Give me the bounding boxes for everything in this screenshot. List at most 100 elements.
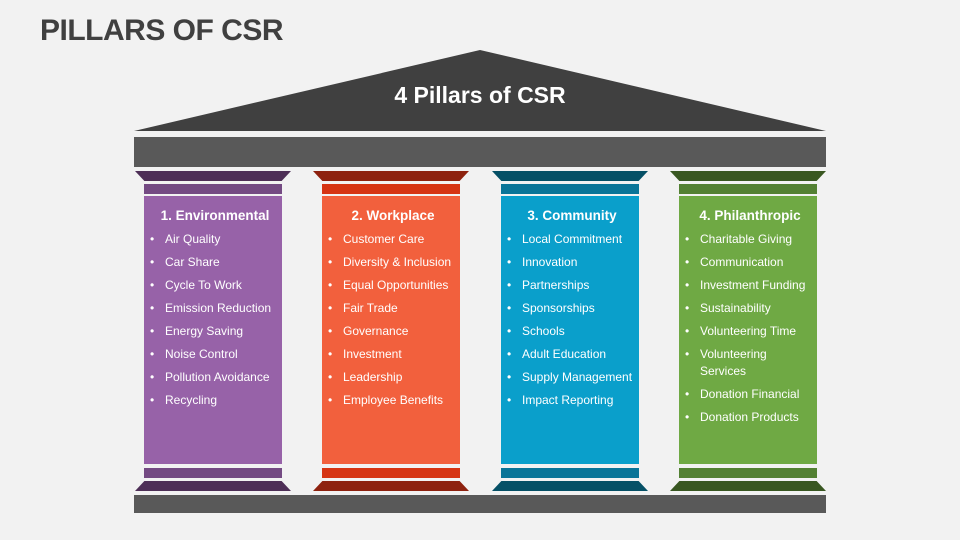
list-item-text: Partnerships (522, 278, 590, 292)
pillar-1: 1. Environmental •Air Quality•Car Share•… (135, 171, 291, 492)
pillar-capital-band (501, 184, 639, 194)
bullet-icon: • (685, 324, 690, 338)
pillar-base (670, 481, 826, 491)
list-item: • Volunteering Services (685, 346, 811, 379)
list-item-text: Cycle To Work (165, 278, 242, 292)
list-item-text: Governance (343, 324, 409, 338)
list-item: • Fair Trade (328, 300, 454, 317)
list-item: •Supply Management (507, 369, 633, 386)
bullet-icon: • (328, 255, 333, 269)
pillar-title: 3. Community (527, 208, 617, 223)
list-item-text: Recycling (165, 393, 218, 407)
bullet-icon: • (150, 370, 155, 384)
list-item-text: Donation Products (700, 409, 799, 424)
list-item: • Employee Benefits (328, 392, 454, 409)
pillar-base (135, 481, 291, 491)
list-item: • Customer Care (328, 231, 454, 248)
list-item-text: Schools (522, 324, 565, 338)
list-item: • Noise Control (150, 346, 276, 363)
bullet-icon: • (150, 324, 155, 338)
bullet-icon: • (685, 232, 690, 246)
list-item: • Pollution Avoidance (150, 369, 276, 386)
pillar-base-band (679, 468, 817, 478)
list-item: •Equal Opportunities (328, 277, 454, 294)
list-item: •Impact Reporting (507, 392, 633, 409)
bullet-icon: • (328, 370, 333, 384)
pillar-capital (313, 171, 469, 181)
list-item: •Sponsorships (507, 300, 633, 317)
pillar-capital-band (144, 184, 282, 194)
list-item: • Governance (328, 323, 454, 340)
list-item: •Local Commitment (507, 231, 633, 248)
bullet-icon: • (150, 278, 155, 292)
list-item: •Investment (328, 346, 454, 363)
list-item-text: Customer Care (343, 232, 425, 246)
pillar-title: 1. Environmental (160, 208, 270, 223)
bullet-icon: • (328, 232, 333, 246)
pillar-base (313, 481, 469, 491)
list-item: • Innovation (507, 254, 633, 271)
bullet-icon: • (150, 232, 155, 246)
bullet-icon: • (685, 278, 690, 292)
bullet-icon: • (685, 347, 690, 361)
bullet-icon: • (150, 255, 155, 269)
pillar-2: 2. Workplace •Customer Care•Diversity & … (313, 171, 469, 492)
pillar-list: • Customer Care •Diversity & Inclusion •Equ… (328, 231, 454, 409)
list-item-text: Pollution Avoidance (165, 370, 270, 384)
pillar-shaft: 3. Community •Local Commitment•Innovatio… (501, 196, 639, 464)
pillar-capital (135, 171, 291, 181)
base-bar (134, 495, 826, 513)
pillar-shaft: 2. Workplace •Customer Care•Diversity & … (322, 196, 460, 464)
roof-triangle (134, 50, 826, 131)
pillar-shaft: 1. Environmental •Air Quality•Car Share•… (144, 196, 282, 464)
pillar-capital (492, 171, 648, 181)
list-item: •Emission Reduction (150, 300, 276, 317)
list-item-text: Adult Education (522, 347, 607, 361)
bullet-icon: • (507, 232, 512, 246)
bullet-icon: • (507, 278, 512, 292)
list-item-text: Impact Reporting (522, 393, 614, 407)
bullet-icon: • (328, 324, 333, 338)
list-item-text: Sponsorships (522, 301, 595, 315)
list-item-text: Communication (700, 255, 784, 269)
list-item: •Diversity & Inclusion (328, 254, 454, 271)
list-item-text: Donation Financial (700, 386, 800, 401)
bullet-icon: • (685, 301, 690, 315)
bullet-icon: • (150, 347, 155, 361)
pillar-base-band (501, 468, 639, 478)
list-item: •Leadership (328, 369, 454, 386)
pillar-shaft: 4. Philanthropic • Charitable Giving • Comm… (679, 196, 817, 464)
bullet-icon: • (328, 301, 333, 315)
list-item: • Adult Education (507, 346, 633, 363)
list-item-text: Volunteering Services (700, 347, 767, 378)
list-item-text: Employee Benefits (343, 393, 444, 407)
list-item: • Partnerships (507, 277, 633, 294)
pillar-capital-band (322, 184, 460, 194)
bullet-icon: • (328, 278, 333, 292)
pillar-list: •Charitable Giving•Communication•Investm… (685, 231, 811, 426)
list-item: • Sustainability (685, 300, 811, 317)
bullet-icon: • (507, 347, 512, 361)
list-item-text: Sustainability (700, 301, 771, 315)
list-item-text: Charitable Giving (700, 232, 793, 246)
list-item-text: Noise Control (165, 347, 238, 361)
list-item: • Communication (685, 254, 811, 271)
bullet-icon: • (685, 255, 690, 269)
list-item: • Air Quality (150, 231, 276, 248)
pillar-list: •Local Commitment•Innovation•Partnership… (507, 231, 633, 409)
pillar-title: 4. Philanthropic (699, 208, 801, 223)
pillar-capital-band (679, 184, 817, 194)
bullet-icon: • (150, 301, 155, 315)
list-item: •Donation Financial (685, 386, 811, 403)
list-item-text: Energy Saving (165, 324, 244, 338)
list-item: • Recycling (150, 392, 276, 409)
bullet-icon: • (150, 393, 155, 407)
list-item: •Car Share (150, 254, 276, 271)
list-item: •Donation Products (685, 409, 811, 426)
bullet-icon: • (328, 393, 333, 407)
list-item: •Volunteering Time (685, 323, 811, 340)
list-item-text: Innovation (522, 255, 578, 269)
list-item-text: Air Quality (165, 232, 221, 246)
list-item-text: Fair Trade (343, 301, 398, 315)
bullet-icon: • (507, 255, 512, 269)
